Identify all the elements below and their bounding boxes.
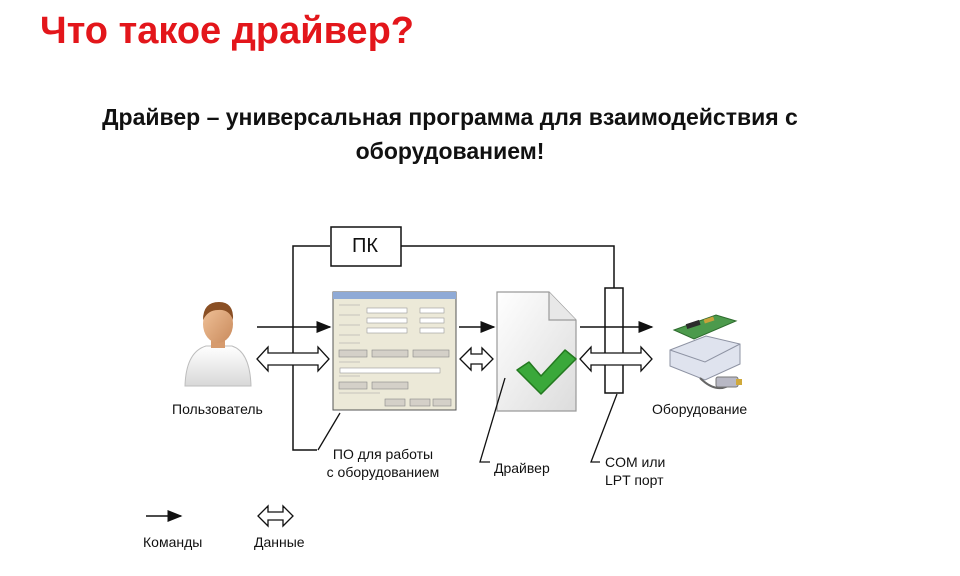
legend-data-arrow — [257, 504, 294, 528]
port-bar — [604, 287, 624, 394]
port-label: COM или LPT порт — [605, 453, 665, 489]
software-window-icon — [332, 291, 457, 411]
callout-lines — [317, 377, 618, 463]
legend-data-label: Данные — [254, 534, 305, 550]
legend-commands-label: Команды — [143, 534, 203, 550]
page-title: Что такое драйвер? — [40, 10, 414, 52]
software-label: ПО для работы с оборудованием — [313, 445, 453, 481]
pc-box — [330, 226, 402, 267]
hardware-label: Оборудование — [652, 401, 748, 417]
data-arrows — [256, 345, 653, 373]
pc-label: ПК — [352, 235, 379, 257]
user-icon — [184, 302, 252, 387]
driver-label: Драйвер — [494, 460, 550, 476]
checkmark-icon — [516, 349, 577, 395]
port-label-line2: LPT порт — [605, 472, 664, 488]
pc-boundary — [292, 245, 615, 451]
user-label: Пользователь — [172, 401, 263, 417]
hardware-icon — [669, 314, 742, 389]
port-label-line1: COM или — [605, 454, 666, 470]
software-label-line2: с оборудованием — [326, 464, 440, 480]
software-label-line1: ПО для работы — [332, 446, 434, 462]
page-subtitle: Драйвер – универсальная программа для вз… — [102, 104, 798, 164]
driver-document-icon — [496, 291, 577, 412]
